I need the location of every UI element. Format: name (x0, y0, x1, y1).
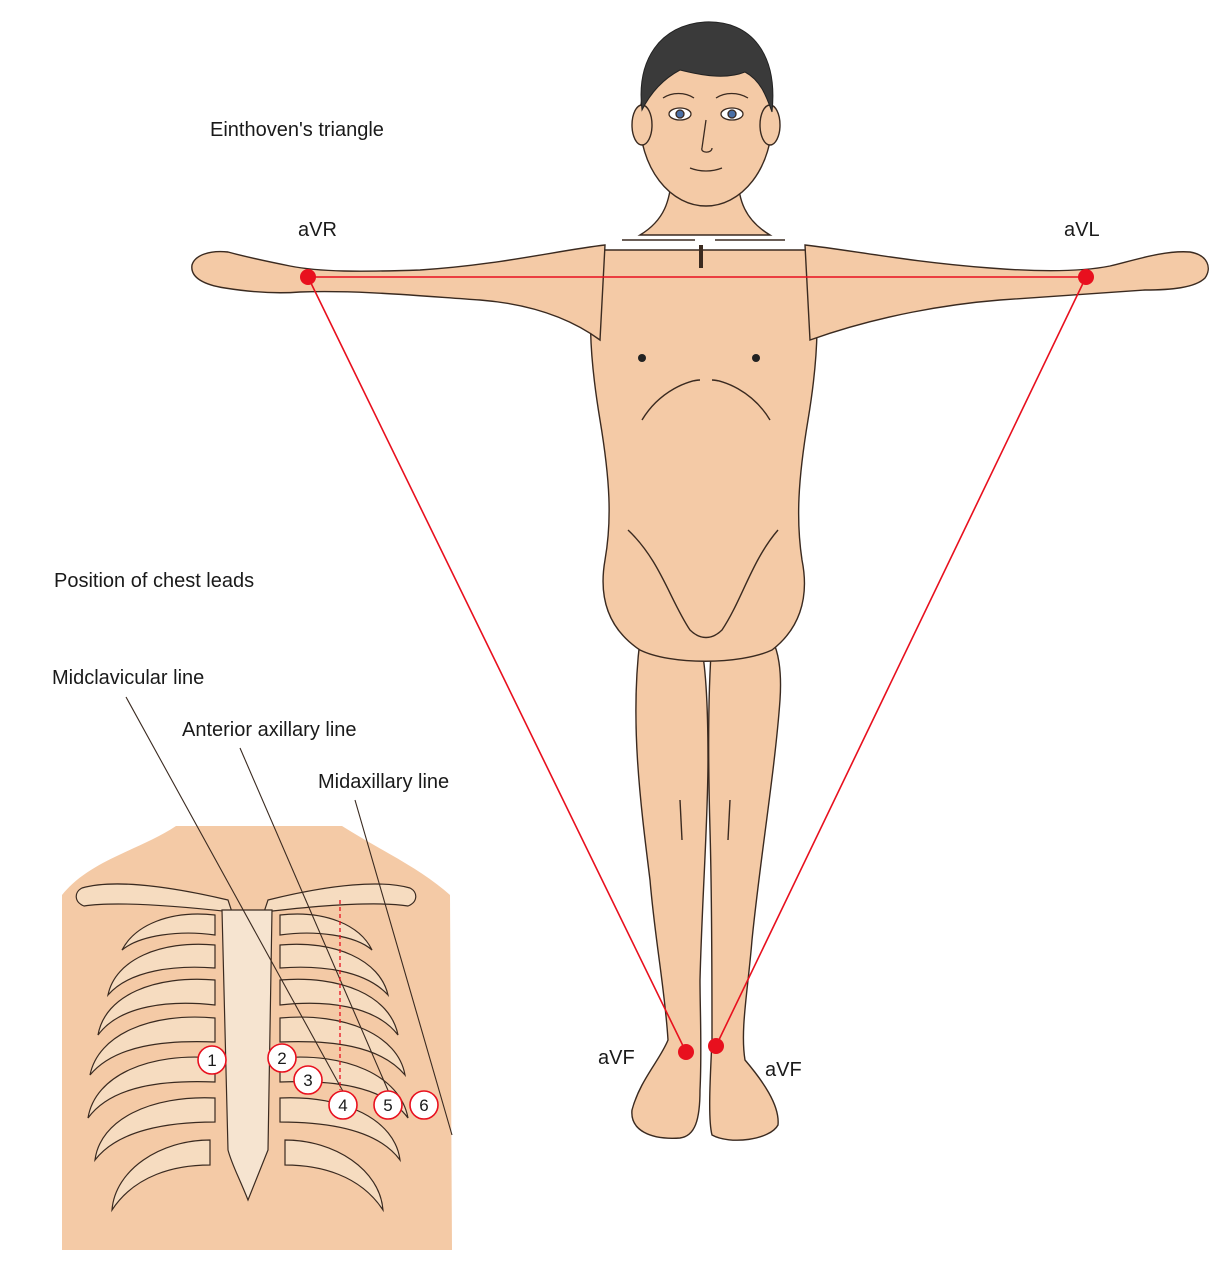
right-leg (632, 640, 708, 1138)
iris-right (676, 110, 684, 118)
electrode-avl (1078, 269, 1094, 285)
label-avf-left-foot: aVF (765, 1059, 802, 1081)
label-avf-right-foot: aVF (598, 1047, 635, 1069)
chest-lead-4: 4 (338, 1096, 347, 1115)
chest-lead-1: 1 (207, 1051, 216, 1070)
ear-left (760, 105, 780, 145)
right-arm (192, 245, 605, 340)
chest-lead-5: 5 (383, 1096, 392, 1115)
label-avr: aVR (298, 219, 337, 241)
nipple-left (752, 354, 760, 362)
electrode-avf-right (678, 1044, 694, 1060)
label-midclavicular: Midclavicular line (52, 667, 204, 689)
torso (591, 250, 818, 661)
label-anterior-axillary: Anterior axillary line (182, 719, 357, 741)
chest-lead-2: 2 (277, 1049, 286, 1068)
iris-left (728, 110, 736, 118)
chest-lead-3: 3 (303, 1071, 312, 1090)
chest-lead-6: 6 (419, 1096, 428, 1115)
label-midaxillary: Midaxillary line (318, 771, 449, 793)
left-arm (805, 245, 1208, 340)
nipple-right (638, 354, 646, 362)
label-avl: aVL (1064, 219, 1100, 241)
chest-leads-title: Position of chest leads (54, 570, 254, 592)
einthoven-title: Einthoven's triangle (210, 119, 384, 141)
sternum (222, 910, 272, 1200)
electrode-avr (300, 269, 316, 285)
electrode-avf-left (708, 1038, 724, 1054)
